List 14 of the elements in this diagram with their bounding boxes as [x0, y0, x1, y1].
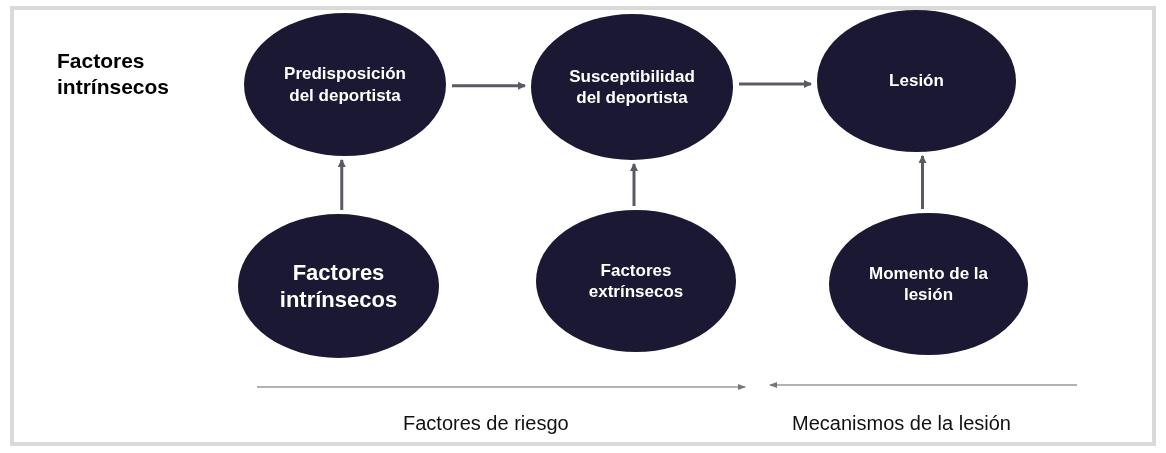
- arrow: [739, 80, 812, 88]
- arrow: [337, 159, 346, 210]
- node-label: Lesión: [889, 70, 944, 92]
- axis-label: Factores de riesgo: [403, 411, 569, 436]
- node-label: Momento de la lesión: [868, 262, 989, 306]
- node-label: Factores intrínsecos: [278, 258, 399, 314]
- arrow: [918, 155, 927, 209]
- heading: Factores intrínsecos: [57, 48, 171, 101]
- node-label: Susceptibilidad del deportista: [568, 65, 696, 109]
- arrow: [630, 163, 638, 206]
- axis-label: Mecanismos de la lesión: [792, 411, 1011, 436]
- arrow: [452, 81, 526, 90]
- node-label: Predisposición del deportista: [283, 63, 407, 106]
- node-label: Factores extrínsecos: [587, 259, 685, 303]
